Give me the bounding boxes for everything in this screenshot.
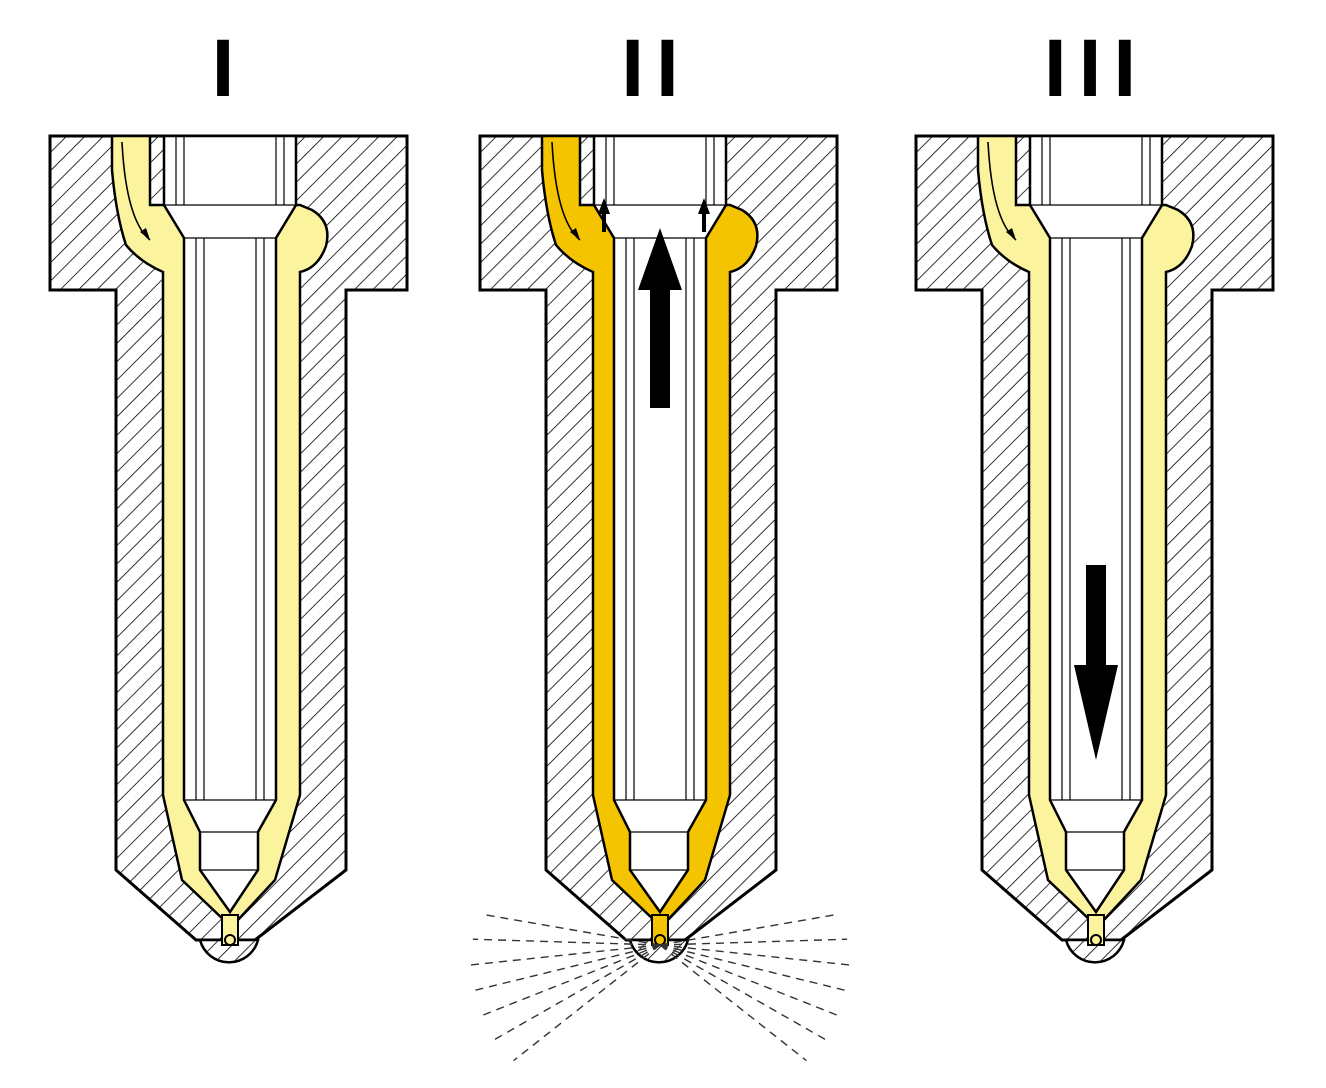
nozzle-panel-2 — [469, 134, 851, 1062]
spray-line-right — [659, 913, 839, 946]
needle-valve — [162, 134, 298, 915]
flow-arrowhead — [140, 228, 150, 240]
spray-line-right — [659, 944, 851, 966]
spray-line-left — [472, 938, 661, 946]
pressure-arrow-right — [698, 198, 710, 232]
nozzle-panel-1 — [48, 134, 409, 964]
needle-valve — [1028, 134, 1164, 915]
spray-line-left — [472, 944, 661, 992]
nozzle-tip — [1064, 938, 1126, 964]
needle-return-arrow — [1074, 565, 1118, 760]
spray-orifice — [654, 934, 666, 946]
spray-line-right — [659, 944, 840, 1017]
spray-line-right — [659, 944, 826, 1040]
needle-valve — [592, 134, 728, 915]
flow-arrowhead — [570, 228, 580, 240]
panel-label-1: I — [211, 23, 247, 114]
spray-line-right — [659, 944, 807, 1062]
spray-orifice — [1090, 934, 1102, 946]
spray-line-left — [481, 913, 661, 946]
spray-line-right — [659, 938, 848, 946]
spray-line-left — [469, 944, 661, 966]
nozzle-tip — [198, 938, 260, 964]
spray-line-right — [659, 944, 848, 992]
spray-line-left — [480, 944, 661, 1017]
needle-lift-arrow — [638, 228, 682, 408]
flow-arrowhead — [1006, 228, 1016, 240]
panel-label-3: III — [1043, 23, 1149, 114]
spray-orifice — [224, 934, 236, 946]
spray-line-left — [513, 944, 661, 1062]
spray-line-left — [494, 944, 661, 1040]
panel-label-2: II — [621, 23, 691, 114]
pressure-arrow-left — [598, 198, 610, 232]
nozzle-panel-3 — [914, 134, 1275, 964]
